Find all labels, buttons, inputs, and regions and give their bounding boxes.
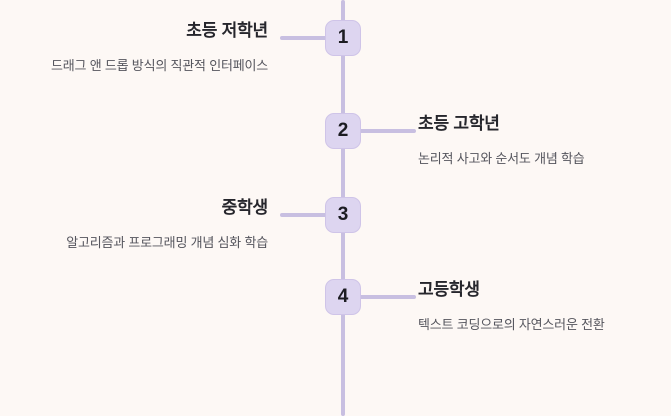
milestone-desc-1: 드래그 앤 드롭 방식의 직관적 인터페이스 [51,58,268,73]
milestone-title-2: 초등 고학년 [418,114,500,133]
milestone-title-1: 초등 저학년 [186,21,268,40]
connector-line-1 [280,36,328,40]
milestone-text-4: 고등학생 텍스트 코딩으로의 자연스러운 전환 [418,275,671,333]
step-badge-1[interactable]: 1 [325,20,361,56]
milestone-text-3: 중학생 알고리즘과 프로그래밍 개념 심화 학습 [0,193,268,251]
milestone-title-4: 고등학생 [418,280,480,299]
connector-line-4 [358,295,416,299]
milestone-title-3: 중학생 [221,198,269,217]
milestone-text-2: 초등 고학년 논리적 사고와 순서도 개념 학습 [418,109,671,167]
milestone-desc-4: 텍스트 코딩으로의 자연스러운 전환 [418,317,605,332]
step-badge-4[interactable]: 4 [325,279,361,315]
step-badge-2[interactable]: 2 [325,113,361,149]
milestone-text-1: 초등 저학년 드래그 앤 드롭 방식의 직관적 인터페이스 [0,16,268,74]
connector-line-3 [280,213,328,217]
milestone-desc-3: 알고리즘과 프로그래밍 개념 심화 학습 [66,235,268,250]
connector-line-2 [358,129,416,133]
step-badge-3[interactable]: 3 [325,197,361,233]
milestone-desc-2: 논리적 사고와 순서도 개념 학습 [418,151,585,166]
